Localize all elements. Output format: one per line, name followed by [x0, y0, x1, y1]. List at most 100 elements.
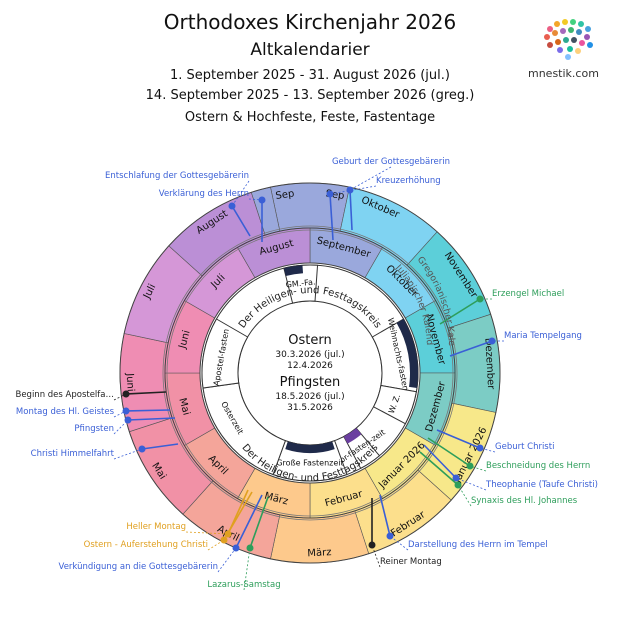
annotation-marker [346, 186, 354, 194]
feast-annotation: Verkündigung an die Gottesgebärerin [59, 494, 263, 573]
annotation-leader-line [439, 298, 481, 325]
annotation-marker [476, 444, 484, 452]
annotation-marker [258, 196, 266, 204]
feast-annotation: Lazarus-Samstag [207, 496, 281, 591]
feast-annotation: Pfingsten [74, 416, 176, 435]
annotation-label: Beginn des Apostelfa… [15, 390, 114, 400]
annotation-label: Lazarus-Samstag [207, 580, 280, 590]
annotation-leader-line [125, 391, 167, 395]
annotation-marker [368, 541, 376, 549]
fast-accent-bar [396, 319, 418, 389]
annotation-label: Theophanie (Taufe Christi) [485, 480, 598, 490]
pentecost-title: Pfingsten [280, 375, 341, 390]
annotation-marker [476, 295, 484, 303]
feast-annotation: Maria Tempelgang [449, 331, 582, 357]
pentecost-julian-date: 18.5.2026 (jul.) [275, 392, 344, 402]
annotation-label: Entschlafung der Gottesgebärerin [105, 171, 249, 181]
annotation-marker [124, 416, 132, 424]
page-subtitle: Altkalendarier [250, 40, 370, 60]
easter-gregorian-date: 12.4.2026 [287, 361, 333, 371]
annotation-dotted-line [455, 477, 487, 491]
feast-annotation: Entschlafung der Gottesgebärerin [105, 171, 251, 237]
fast-label: Große Fastenzeit [276, 459, 343, 468]
annotation-label: Synaxis des Hl. Johannes [471, 496, 578, 506]
annotation-label: Beschneidung des Herrn [486, 461, 590, 471]
annotation-marker [466, 462, 474, 470]
fast-accent-bar [343, 428, 362, 444]
annotation-label: Geburt Christi [495, 442, 554, 452]
annotation-leader-line [249, 496, 269, 549]
outer-month-label: März [307, 547, 332, 559]
annotation-label: Ostern - Auferstehung Christi [84, 540, 208, 550]
fast-label: GM.-Fa. [285, 277, 316, 289]
annotation-leader-line [235, 494, 263, 549]
annotation-marker [228, 202, 236, 210]
fast-segment [201, 318, 249, 389]
easter-title: Ostern [288, 333, 331, 348]
annotation-leader-line [419, 451, 459, 486]
fast-accent-bar [283, 265, 304, 276]
annotation-label: Christi Himmelfahrt [31, 449, 115, 459]
feast-annotation: Ostern - Auferstehung Christi [84, 491, 253, 551]
annotation-dotted-line [243, 547, 251, 591]
annotation-marker [452, 474, 460, 482]
feast-annotation: Geburt der Gottesgebärerin [332, 157, 450, 231]
inner-month-label: Mai [176, 397, 191, 417]
feast-annotation: Kreuzerhöhung [326, 176, 441, 241]
annotation-label: Montag des Hl. Geistes [16, 407, 115, 417]
annotation-leader-line [427, 437, 471, 467]
annotation-dotted-line [231, 180, 250, 207]
annotation-label: Verklärung des Herrn [159, 189, 249, 199]
annotation-label: Erzengel Michael [492, 289, 564, 299]
annotation-marker [138, 445, 146, 453]
ring-borders [119, 182, 501, 564]
annotation-label: Heller Montag [126, 522, 186, 532]
annotation-leader-line [329, 193, 334, 241]
annotation-dotted-line [207, 539, 225, 551]
pentecost-gregorian-date: 31.5.2026 [287, 403, 333, 413]
annotation-marker [246, 544, 254, 552]
fast-accent-bar [285, 441, 335, 453]
topic-line: Ostern & Hochfeste, Feste, Fastentage [184, 110, 436, 125]
annotation-leader-line [423, 444, 457, 479]
annotation-leader-line [141, 443, 179, 450]
page-title: Orthodoxes Kirchenjahr 2026 [163, 10, 457, 34]
annotation-marker [122, 390, 130, 398]
feast-annotation: Reiner Montag [368, 498, 442, 568]
annotation-leader-line [231, 205, 251, 237]
brain-logo-icon [544, 19, 593, 60]
feast-annotation: Theophanie (Taufe Christi) [423, 444, 598, 491]
feast-annotation: Erzengel Michael [439, 289, 564, 325]
annotation-dotted-line [113, 448, 143, 460]
annotation-marker [220, 536, 228, 544]
annotation-leader-line [125, 409, 171, 412]
annotation-label: Kreuzerhöhung [376, 176, 441, 186]
outer-month-label: Juni [124, 372, 136, 392]
annotation-label: Verkündigung an die Gottesgebärerin [59, 562, 218, 572]
annotation-marker [454, 481, 462, 489]
feast-annotations: Geburt der GottesgebärerinKreuzerhöhungE… [15, 157, 598, 591]
annotation-label: Pfingsten [74, 424, 114, 434]
feast-annotation: Synaxis des Hl. Johannes [419, 451, 578, 507]
annotation-leader-line [223, 491, 253, 541]
date-range-julian: 1. September 2025 - 31. August 2026 (jul… [170, 68, 450, 83]
date-range-gregorian: 14. September 2025 - 13. September 2026 … [145, 88, 475, 103]
annotation-leader-line [349, 189, 353, 231]
outer-month-label: Sep [275, 188, 295, 202]
annotation-dotted-line [457, 484, 472, 507]
annotation-marker [488, 337, 496, 345]
annotation-leader-line [127, 417, 176, 421]
annotation-dotted-line [217, 547, 237, 573]
annotation-marker [386, 532, 394, 540]
annotation-marker [326, 190, 334, 198]
annotation-label: Reiner Montag [380, 557, 442, 567]
annotation-marker [232, 544, 240, 552]
inner-month-label: Juni [177, 329, 193, 351]
annotation-dotted-line [185, 531, 229, 535]
feast-annotation: Verklärung des Herrn [159, 189, 266, 242]
brand-label: mnestik.com [528, 67, 599, 80]
